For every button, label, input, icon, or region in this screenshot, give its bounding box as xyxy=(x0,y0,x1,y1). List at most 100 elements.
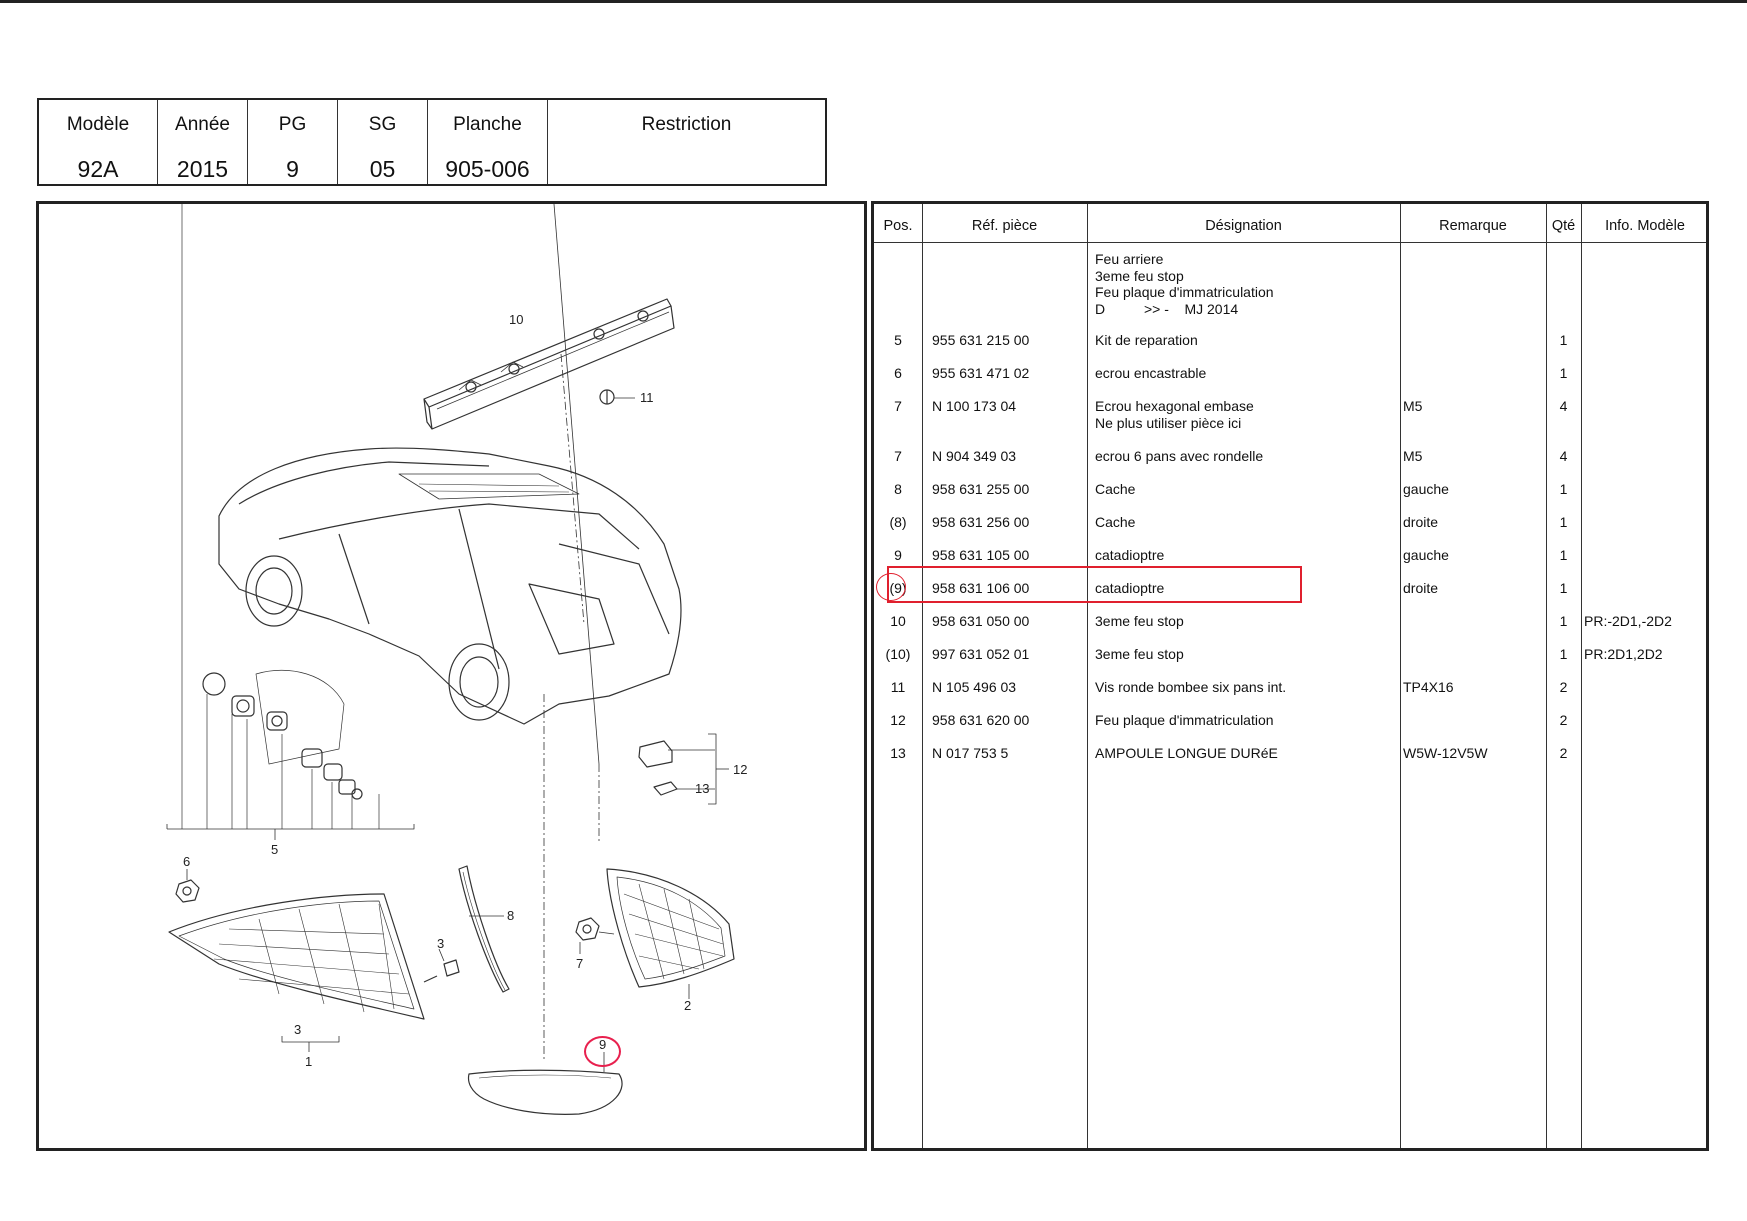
header-modele: Modèle 92A xyxy=(39,100,158,184)
nut-6-drawing xyxy=(175,869,200,903)
cell-designation: catadioptre xyxy=(1095,580,1165,596)
cell-pos: 12 xyxy=(890,712,906,728)
cell-pos: 9 xyxy=(894,547,902,563)
callout-12: 12 xyxy=(733,762,747,777)
cell-designation: 3eme feu stop xyxy=(1095,646,1184,662)
callout-7: 7 xyxy=(576,956,583,971)
cell-qte: 1 xyxy=(1559,514,1568,530)
cell-remarque: gauche xyxy=(1403,547,1449,563)
cell-ref: 955 631 471 02 xyxy=(932,365,1030,381)
cache-8-drawing xyxy=(458,865,510,993)
right-tail-light-drawing xyxy=(606,868,735,999)
cell-ref: N 100 173 04 xyxy=(932,398,1017,414)
cell-pos: (8) xyxy=(889,514,907,530)
screw-3-drawing xyxy=(423,948,460,983)
cell-designation: Kit de reparation xyxy=(1095,332,1198,348)
header-restriction: Restriction xyxy=(548,100,825,184)
exploded-diagram: 10 11 12 13 5 6 3 8 7 2 3 1 9 xyxy=(36,201,867,1151)
cell-designation: Cache xyxy=(1095,514,1136,530)
cell-qte: 1 xyxy=(1559,332,1568,348)
callout-13: 13 xyxy=(695,781,709,796)
cell-pos: (10) xyxy=(885,646,911,662)
table-preamble: Feu arriere 3eme feu stop Feu plaque d'i… xyxy=(1095,251,1274,317)
col-header-remarque: Remarque xyxy=(1439,218,1507,234)
cell-remarque: M5 xyxy=(1403,448,1423,464)
header-planche-value: 905-006 xyxy=(445,156,530,182)
nut-7-drawing xyxy=(575,917,615,954)
cell-pos: 10 xyxy=(890,613,906,629)
cell-ref: 958 631 105 00 xyxy=(932,547,1030,563)
cell-designation: Ecrou hexagonal embase xyxy=(1095,398,1254,414)
header-sg: SG 05 xyxy=(338,100,428,184)
cell-pos: 11 xyxy=(890,679,906,695)
header-planche-label: Planche xyxy=(453,114,522,135)
cell-pos: 5 xyxy=(894,332,902,348)
cell-ref: N 904 349 03 xyxy=(932,448,1017,464)
header-sg-value: 05 xyxy=(369,156,396,182)
cell-qte: 2 xyxy=(1559,745,1568,761)
cell-designation: AMPOULE LONGUE DURéE xyxy=(1095,745,1278,761)
cell-pos: 7 xyxy=(894,448,902,464)
cell-qte: 1 xyxy=(1559,646,1568,662)
cell-qte: 1 xyxy=(1559,547,1568,563)
header-annee-label: Année xyxy=(175,114,230,135)
left-tail-light-drawing xyxy=(168,893,425,1052)
cell-qte: 1 xyxy=(1559,365,1568,381)
callout-6: 6 xyxy=(183,854,190,869)
preamble-line: Feu plaque d'immatriculation xyxy=(1095,284,1274,300)
header-planche: Planche 905-006 xyxy=(428,100,548,184)
cell-ref: N 105 496 03 xyxy=(932,679,1017,695)
header-restriction-label: Restriction xyxy=(641,114,732,135)
cell-designation: ecrou 6 pans avec rondelle xyxy=(1095,448,1264,464)
parts-table: Pos. Réf. pièce Désignation Remarque Qté… xyxy=(871,201,1709,1151)
highlight-box-row-9 xyxy=(887,566,1302,603)
license-plate-light-drawing xyxy=(638,733,729,805)
cell-remarque: W5W-12V5W xyxy=(1403,745,1488,761)
callout-10: 10 xyxy=(509,312,523,327)
callout-3-light: 3 xyxy=(294,1022,301,1037)
cell-designation: ecrou encastrable xyxy=(1095,365,1207,381)
preamble-line: Feu arriere xyxy=(1095,251,1164,267)
cell-designation-line2: Ne plus utiliser pièce ici xyxy=(1095,415,1242,431)
cell-ref: 955 631 215 00 xyxy=(932,332,1030,348)
cell-remarque: gauche xyxy=(1403,481,1449,497)
table-row: 9 958 631 105 00 catadioptre gauche 1 xyxy=(874,547,1706,577)
header-pg: PG 9 xyxy=(248,100,338,184)
cell-qte: 1 xyxy=(1559,613,1568,629)
cell-ref: 958 631 255 00 xyxy=(932,481,1030,497)
preamble-line: 3eme feu stop xyxy=(1095,267,1184,284)
third-brake-light-drawing xyxy=(423,298,675,430)
cell-ref: 958 631 106 00 xyxy=(932,580,1030,596)
highlight-circle-pos-9 xyxy=(876,573,906,601)
cell-qte: 2 xyxy=(1559,679,1568,695)
col-header-qte: Qté xyxy=(1551,218,1576,234)
callout-5: 5 xyxy=(271,842,278,857)
cell-remarque: droite xyxy=(1403,580,1439,596)
cell-designation: Cache xyxy=(1095,481,1136,497)
cell-remarque: TP4X16 xyxy=(1403,679,1454,695)
cell-qte: 4 xyxy=(1559,448,1568,464)
header-annee: Année 2015 xyxy=(158,100,248,184)
cell-designation: catadioptre xyxy=(1095,547,1165,563)
cell-remarque: M5 xyxy=(1403,398,1423,414)
callout-2: 2 xyxy=(684,998,691,1013)
col-header-designation: Désignation xyxy=(1205,218,1282,234)
cell-designation: 3eme feu stop xyxy=(1095,613,1184,629)
callout-11: 11 xyxy=(640,390,654,405)
col-header-ref: Réf. pièce xyxy=(971,218,1038,234)
cell-pos: 8 xyxy=(894,481,902,497)
callout-8: 8 xyxy=(507,908,514,923)
col-header-info: Info. Modèle xyxy=(1605,218,1685,234)
highlight-circle-callout-9 xyxy=(584,1036,621,1067)
cell-remarque: droite xyxy=(1403,514,1439,530)
cell-info: PR:-2D1,-2D2 xyxy=(1584,613,1672,629)
header-pg-value: 9 xyxy=(286,156,299,182)
cell-ref: 958 631 256 00 xyxy=(932,514,1030,530)
